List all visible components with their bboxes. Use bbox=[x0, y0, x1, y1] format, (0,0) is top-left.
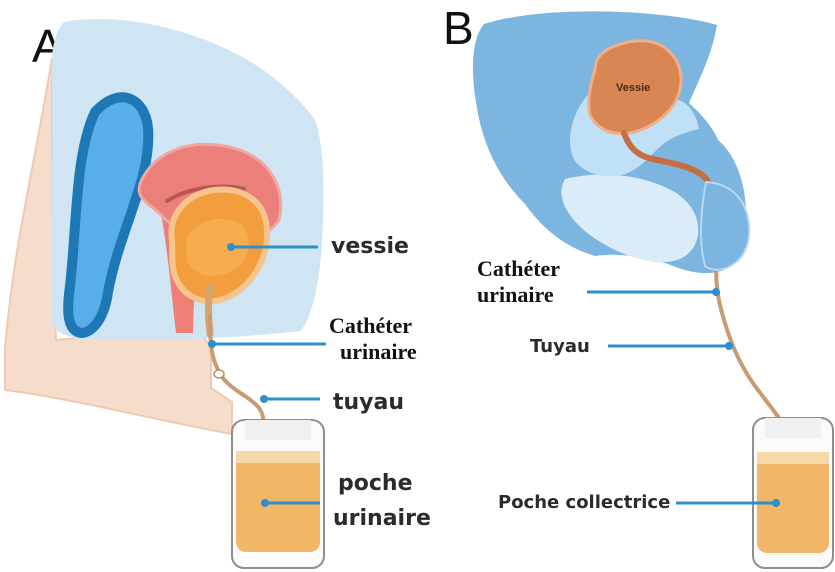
label-tube-b: Tuyau bbox=[530, 336, 590, 357]
catheter-b bbox=[716, 262, 791, 442]
label-catheter-b-line2: urinaire bbox=[477, 282, 554, 307]
pointer-bag-a-dot bbox=[261, 499, 269, 507]
label-bag-a-line1: poche bbox=[338, 471, 413, 496]
panel-a: A vessie Cathéter urinaire tuyau poche u… bbox=[5, 19, 431, 568]
label-catheter-b-line1: Cathéter bbox=[477, 256, 560, 281]
urine-bag-b-shine bbox=[757, 452, 829, 464]
label-bladder-a: vessie bbox=[331, 234, 409, 259]
label-bladder-b: Vessie bbox=[616, 82, 650, 94]
pointer-bladder-a-dot bbox=[227, 243, 235, 251]
label-catheter-a-line2: urinaire bbox=[340, 339, 417, 364]
pointer-bag-b-dot bbox=[772, 499, 780, 507]
urine-bag-a-neck bbox=[245, 420, 311, 440]
panel-b: B Vessie Cathéter urinaire Tuyau Poche c… bbox=[443, 2, 833, 568]
urine-bag-a-shine bbox=[236, 451, 320, 463]
label-bag-a-line2: urinaire bbox=[333, 506, 431, 531]
panel-b-letter: B bbox=[443, 2, 474, 54]
urine-bag-b-neck bbox=[765, 418, 821, 438]
label-catheter-a-line1: Cathéter bbox=[329, 313, 412, 338]
pointer-catheter-b-dot bbox=[712, 288, 720, 296]
pointer-tube-a-dot bbox=[260, 395, 268, 403]
label-tube-a: tuyau bbox=[333, 390, 404, 415]
catheter-clip-a bbox=[214, 370, 224, 378]
label-bag-b: Poche collectrice bbox=[498, 492, 670, 513]
pointer-catheter-a-dot bbox=[208, 340, 216, 348]
pointer-tube-b-dot bbox=[725, 342, 733, 350]
